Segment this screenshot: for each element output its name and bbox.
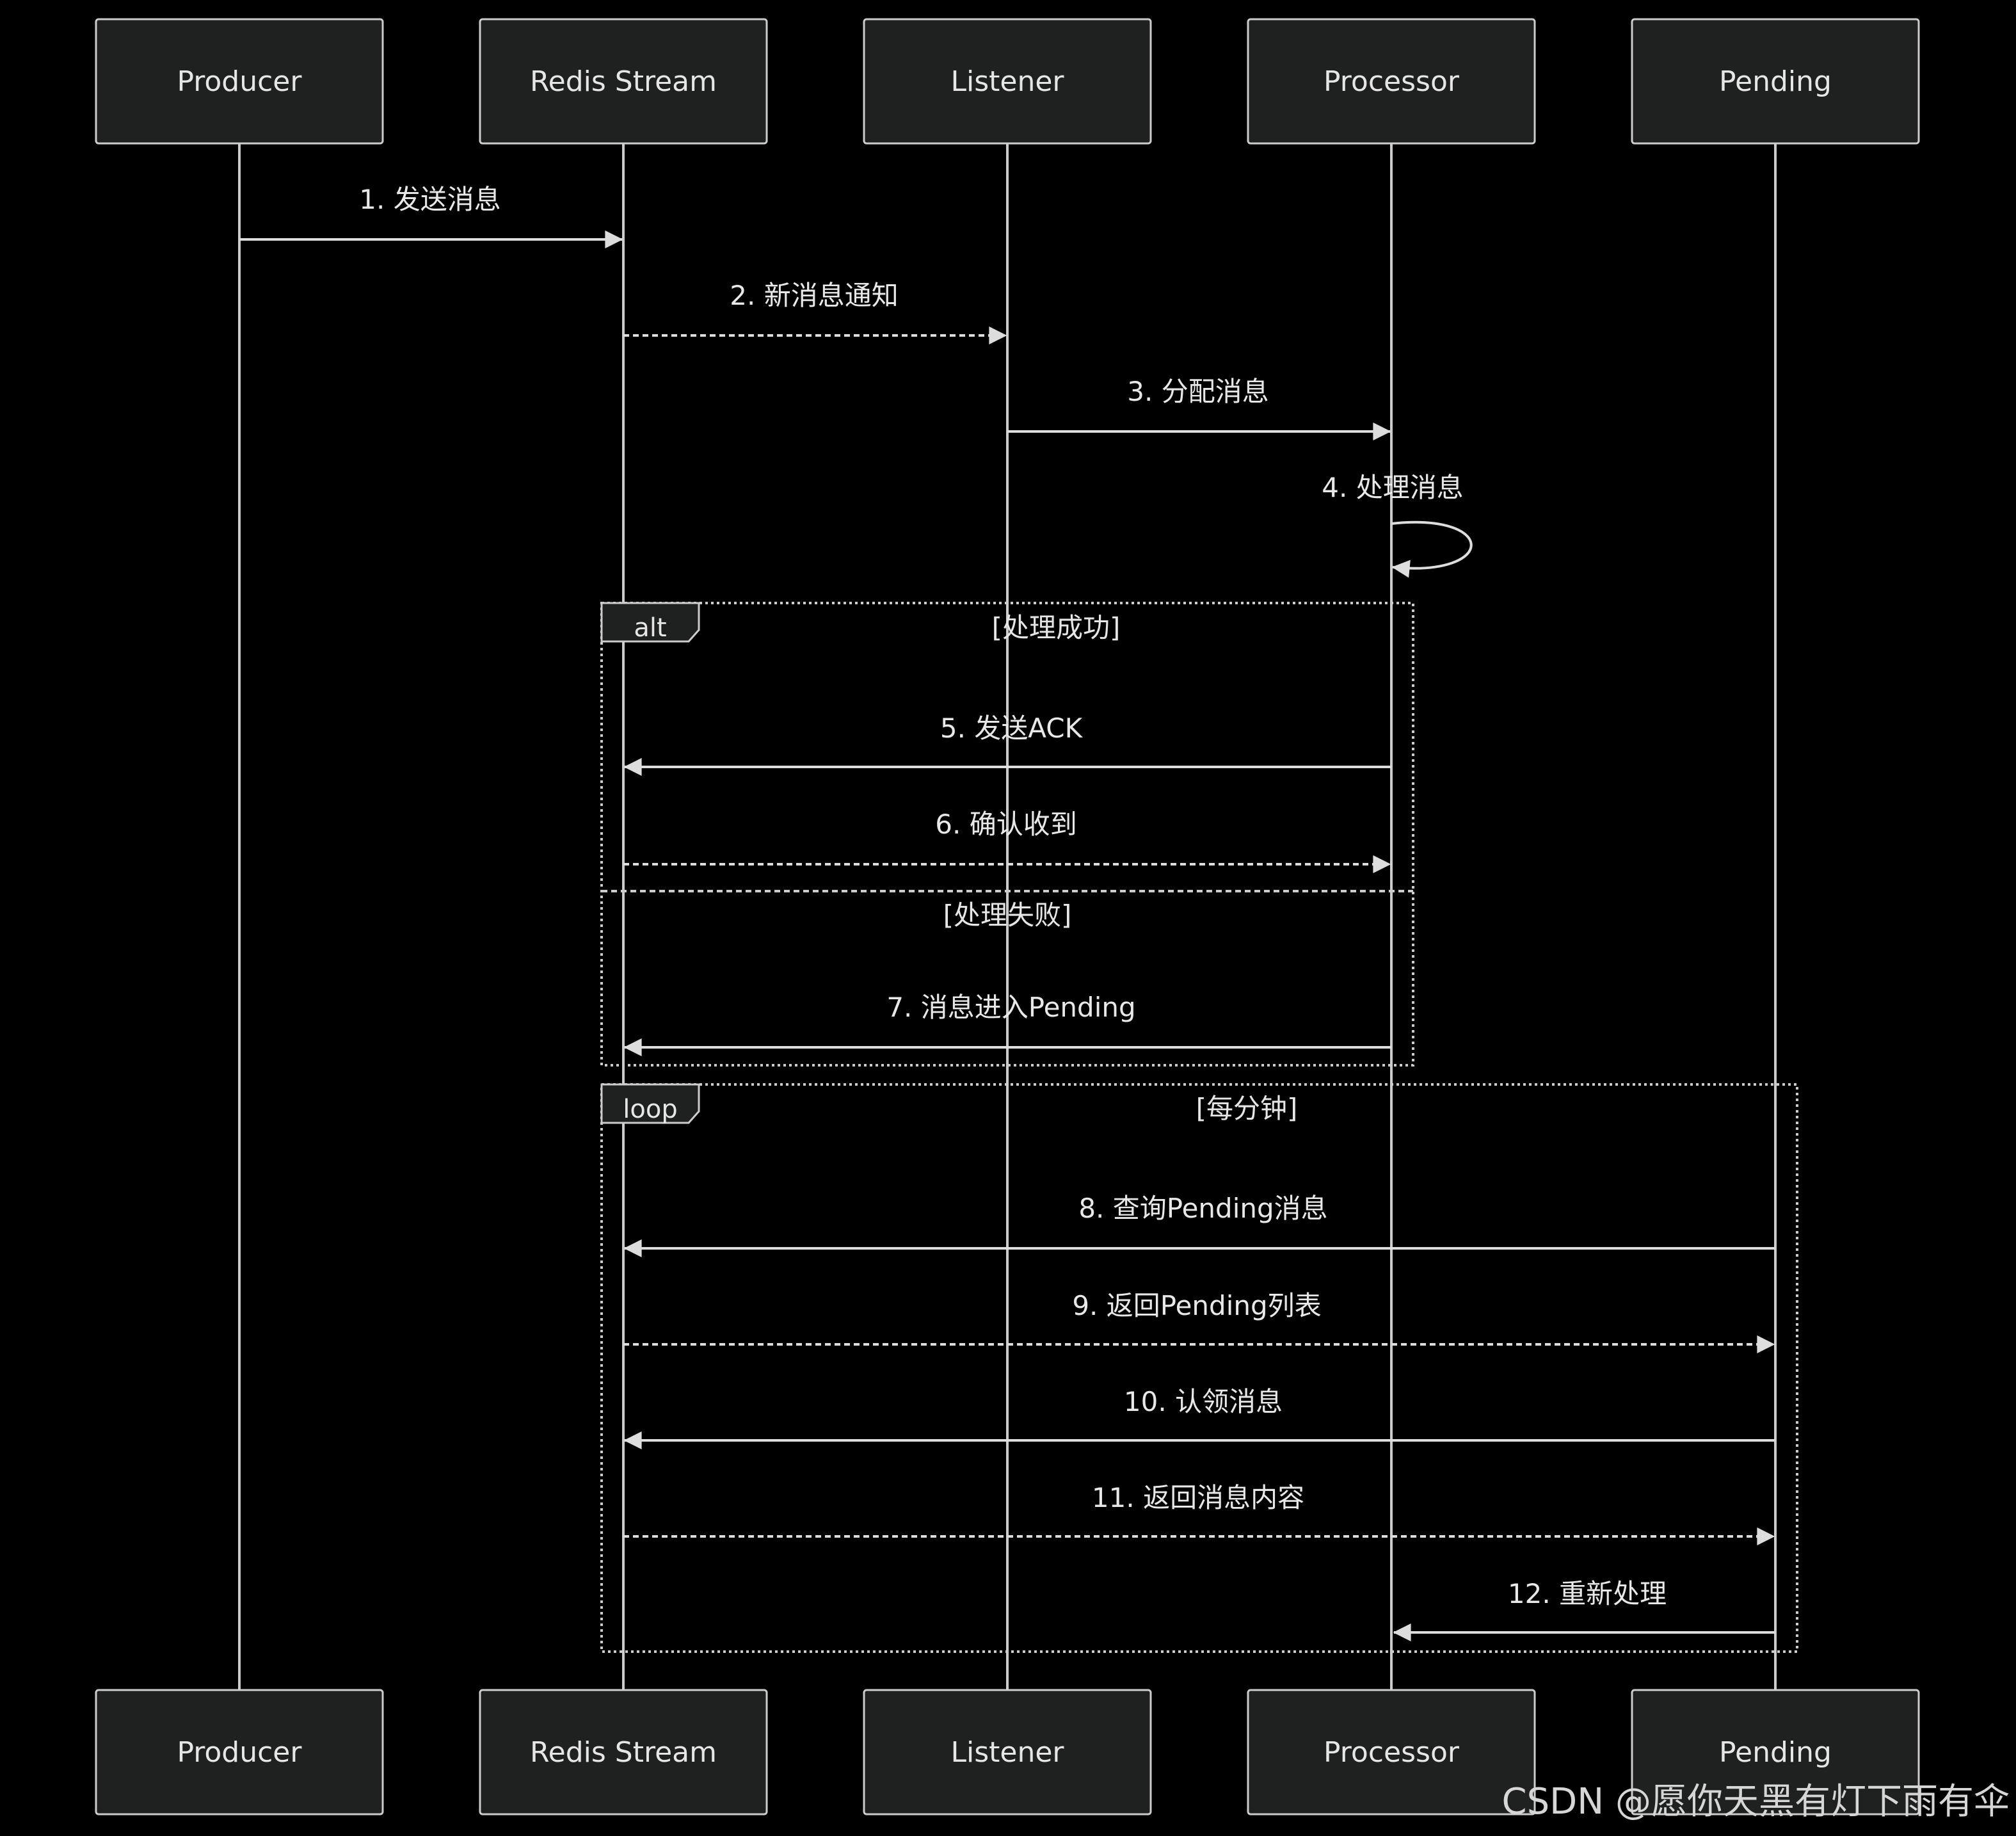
actor-label: Pending: [1719, 1736, 1832, 1769]
csdn-watermark: CSDN @愿你天黑有灯下雨有伞: [1501, 1781, 2010, 1823]
actor-pending-top[interactable]: Pending: [1631, 18, 1920, 145]
actor-box: [1247, 1689, 1536, 1816]
actor-box: [1247, 18, 1536, 145]
actor-box: [1631, 18, 1920, 145]
message-11-label: 11. 返回消息内容: [1092, 1482, 1304, 1513]
loop-frame: loop [每分钟]: [600, 1083, 1798, 1653]
actor-pending-bottom[interactable]: Pending: [1631, 1689, 1920, 1816]
actor-producer-top[interactable]: Producer: [95, 18, 384, 145]
actor-processor-top[interactable]: Processor: [1247, 18, 1536, 145]
actor-label: Listener: [950, 65, 1064, 98]
actor-label: Processor: [1324, 65, 1460, 98]
actor-box: [1631, 1689, 1920, 1816]
actor-box: [863, 1689, 1152, 1816]
actor-box: [95, 1689, 384, 1816]
loop-keyword: loop: [623, 1095, 677, 1124]
message-1-label: 1. 发送消息: [359, 184, 500, 215]
actor-redis-stream-top[interactable]: Redis Stream: [479, 18, 768, 145]
actor-label: Redis Stream: [530, 1736, 717, 1769]
message-4-self-arrow: [1391, 520, 1473, 578]
alt-frame: alt [处理成功] [处理失败]: [600, 602, 1414, 1067]
loop-frame-border: [600, 1083, 1798, 1653]
loop-condition: [每分钟]: [1196, 1093, 1298, 1124]
alt-condition-failure: [处理失败]: [943, 899, 1072, 931]
lifelines: [238, 143, 1777, 1690]
actor-listener-bottom[interactable]: Listener: [863, 1689, 1152, 1816]
message-12-label: 12. 重新处理: [1508, 1578, 1667, 1609]
actor-box: [479, 18, 768, 145]
actor-box: [95, 18, 384, 145]
message-2-label: 2. 新消息通知: [730, 280, 898, 311]
message-5-label: 5. 发送ACK: [940, 713, 1084, 744]
message-3-label: 3. 分配消息: [1127, 376, 1268, 407]
actor-label: Pending: [1719, 65, 1832, 98]
message-4-label: 4. 处理消息: [1322, 472, 1463, 503]
alt-frame-border: [600, 602, 1414, 1067]
alt-condition-success: [处理成功]: [992, 612, 1121, 643]
actor-redis-stream-bottom[interactable]: Redis Stream: [479, 1689, 768, 1816]
loop-frame-tab: [600, 1083, 700, 1124]
actor-listener-top[interactable]: Listener: [863, 18, 1152, 145]
actor-label: Listener: [950, 1736, 1064, 1769]
message-10-label: 10. 认领消息: [1124, 1386, 1283, 1417]
message-9-label: 9. 返回Pending列表: [1072, 1290, 1321, 1321]
actor-box: [479, 1689, 768, 1816]
actor-label: Producer: [177, 1736, 303, 1769]
alt-frame-tab: [600, 602, 700, 643]
actor-label: Producer: [177, 65, 303, 98]
message-7-label: 7. 消息进入Pending: [886, 992, 1135, 1023]
actors-bottom: Producer Redis Stream Listener Processor…: [95, 1689, 1920, 1816]
actor-label: Redis Stream: [530, 65, 717, 98]
actors-top: Producer Redis Stream Listener Processor…: [95, 18, 1920, 145]
actor-producer-bottom[interactable]: Producer: [95, 1689, 384, 1816]
messages: 1. 发送消息 2. 新消息通知 3. 分配消息 4. 处理消息 5. 发送AC…: [239, 184, 1775, 1641]
actor-processor-bottom[interactable]: Processor: [1247, 1689, 1536, 1816]
message-8-label: 8. 查询Pending消息: [1078, 1193, 1327, 1224]
alt-keyword: alt: [634, 613, 666, 643]
message-6-label: 6. 确认收到: [935, 809, 1076, 840]
actor-box: [863, 18, 1152, 145]
actor-label: Processor: [1324, 1736, 1460, 1769]
